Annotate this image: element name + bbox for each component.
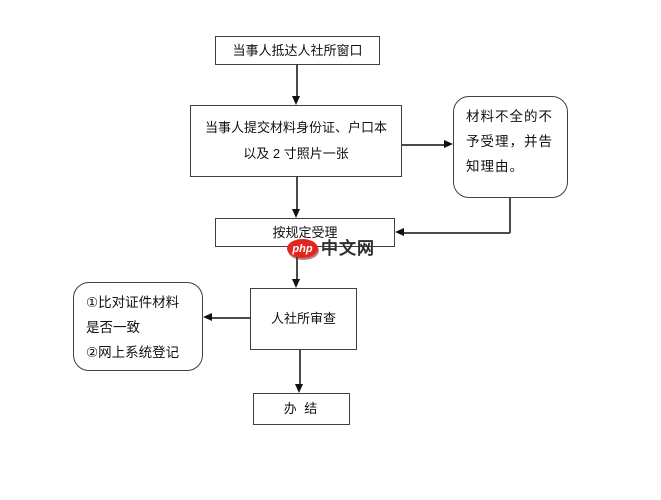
node-incomplete-materials-note: 材料不全的不 予受理，并告 知理由。 (453, 96, 568, 198)
node-complete: 办 结 (253, 393, 350, 425)
php-chinese-site-watermark: php 中文网 (287, 239, 375, 258)
node-reject-label: 材料不全的不 予受理，并告 知理由。 (466, 109, 553, 174)
arrowhead-right-icon (444, 140, 453, 148)
watermark-site-text: 中文网 (321, 239, 375, 258)
arrowhead-down-icon (295, 384, 303, 393)
arrowhead-left-icon (395, 228, 404, 236)
connector-submit-to-accept (296, 177, 298, 209)
connector-submit-to-reject (402, 144, 444, 146)
node-submit-label: 当事人提交材料身份证、户口本 以及 2 寸照片一张 (204, 120, 387, 161)
connector-accept-to-review (296, 247, 298, 279)
arrowhead-left-icon (203, 313, 212, 321)
arrowhead-down-icon (292, 96, 300, 105)
connector-arrive-to-submit (296, 65, 298, 97)
node-verify-and-register-note: ①比对证件材料 是否一致 ②网上系统登记 (73, 282, 203, 371)
php-logo-icon: php (287, 239, 318, 258)
connector-reject-to-accept-horizontal (404, 232, 510, 234)
node-accept-label: 按规定受理 (272, 224, 338, 240)
node-office-review: 人社所审查 (250, 288, 357, 350)
node-check-label: ①比对证件材料 是否一致 ②网上系统登记 (86, 295, 180, 360)
node-submit-materials: 当事人提交材料身份证、户口本 以及 2 寸照片一张 (190, 105, 402, 177)
connector-review-to-check (212, 317, 250, 319)
connector-review-to-complete (299, 350, 301, 384)
arrowhead-down-icon (292, 209, 300, 218)
node-arrive-label: 当事人抵达人社所窗口 (232, 42, 363, 58)
node-arrive-window: 当事人抵达人社所窗口 (215, 36, 380, 65)
connector-reject-to-accept-vertical (509, 198, 511, 233)
arrowhead-down-icon (292, 279, 300, 288)
node-complete-label: 办 结 (283, 401, 320, 416)
node-review-label: 人社所审查 (270, 311, 336, 326)
